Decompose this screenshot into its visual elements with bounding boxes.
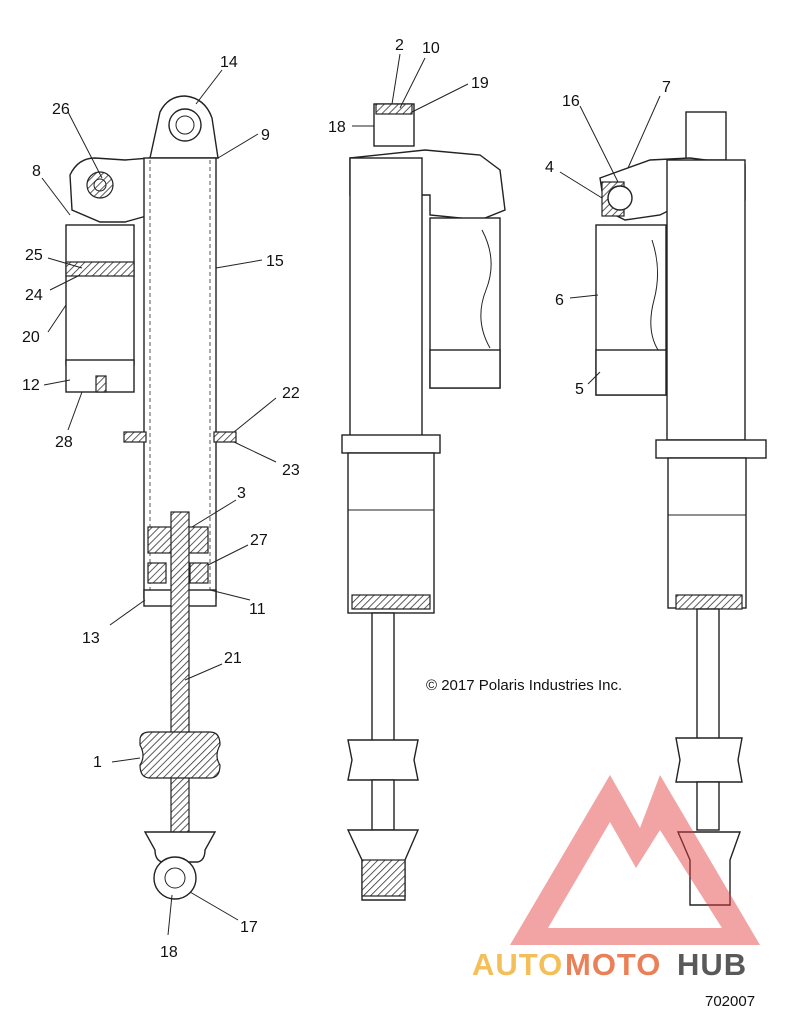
watermark-auto: AUTO <box>472 947 563 982</box>
automotohub-watermark: AUTO MOTO HUB <box>472 775 760 982</box>
callout-18: 18 <box>160 944 178 961</box>
watermark-moto: MOTO <box>565 947 661 982</box>
left-shock-cutaway <box>65 95 237 900</box>
callout-1: 1 <box>93 754 102 771</box>
callout-26: 26 <box>52 101 70 118</box>
callout-4: 4 <box>545 159 554 176</box>
callout-11: 11 <box>249 601 266 618</box>
callout-10: 10 <box>422 40 440 57</box>
callout-8: 8 <box>32 163 41 180</box>
callout-19: 19 <box>471 75 489 92</box>
callout-12: 12 <box>22 377 40 394</box>
callout-14: 14 <box>220 54 238 71</box>
diagram-id: 702007 <box>705 993 755 1010</box>
callout-6: 6 <box>555 292 564 309</box>
callout-15: 15 <box>266 253 284 270</box>
right-shock <box>595 111 767 906</box>
callout-21: 21 <box>224 650 242 667</box>
callout-28: 28 <box>55 434 73 451</box>
callout-22: 22 <box>282 385 300 402</box>
callout-7: 7 <box>662 79 671 96</box>
automotohub-logo-icon <box>510 775 760 945</box>
callout-20: 20 <box>22 329 40 346</box>
callout-17: 17 <box>240 919 258 936</box>
callout-16: 16 <box>562 93 580 110</box>
callout-5: 5 <box>575 381 584 398</box>
callout-18-middle: 18 <box>328 119 346 136</box>
callout-25: 25 <box>25 247 43 264</box>
callout-leaders <box>41 53 661 936</box>
watermark-hub: HUB <box>677 947 747 982</box>
copyright-notice: © 2017 Polaris Industries Inc. <box>426 677 622 694</box>
callout-24: 24 <box>25 287 43 304</box>
callout-23: 23 <box>282 462 300 479</box>
callout-27: 27 <box>250 532 268 549</box>
middle-shock <box>341 103 506 901</box>
callout-2: 2 <box>395 37 404 54</box>
callout-3: 3 <box>237 485 246 502</box>
callout-labels: 1 2 3 4 5 6 7 8 9 10 11 12 13 14 15 16 1… <box>22 37 671 961</box>
callout-9: 9 <box>261 127 270 144</box>
callout-13: 13 <box>82 630 100 647</box>
